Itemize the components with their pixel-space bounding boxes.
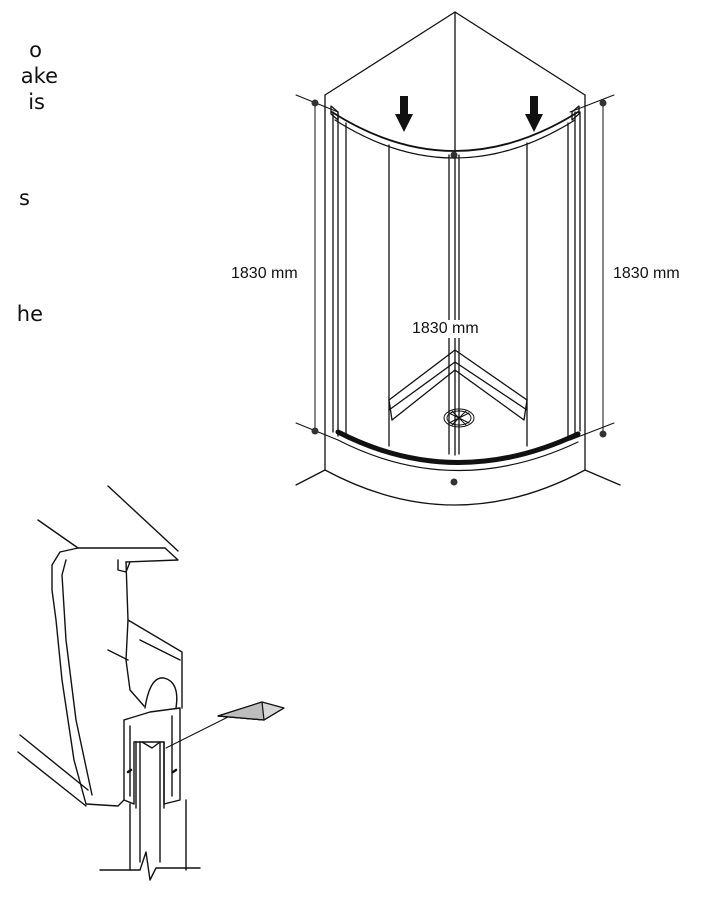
text-fragment-1: o [29, 38, 42, 62]
wedge-shim-icon [165, 701, 285, 749]
text-fragment-5: he [16, 302, 43, 326]
bottom-rail [335, 429, 581, 472]
side-posts [332, 111, 581, 437]
text-fragment-3: is [28, 90, 45, 114]
down-arrow-icon [395, 96, 543, 132]
text-fragment-2: ake [20, 64, 58, 88]
tray-apron [295, 469, 621, 506]
back-walls [324, 11, 586, 471]
profile-cross-section [17, 485, 201, 881]
drain-icon [443, 408, 475, 428]
center-height-label: 1830 mm [410, 320, 481, 338]
right-height-label: 1830 mm [611, 265, 682, 283]
text-fragment-4: s [19, 186, 30, 210]
left-height-label: 1830 mm [229, 265, 300, 283]
dimension-dots [311, 99, 607, 486]
shower-tray [388, 349, 528, 421]
top-rail [330, 105, 580, 159]
door-panels [345, 122, 569, 455]
